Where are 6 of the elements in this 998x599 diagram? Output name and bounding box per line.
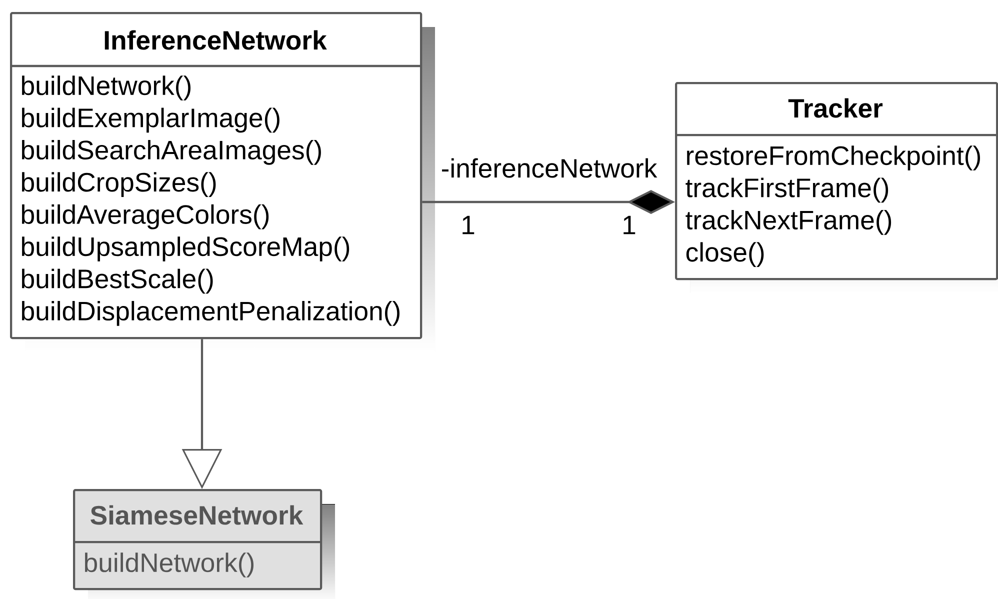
edge-label: -inferenceNetwork bbox=[442, 158, 658, 178]
class-box: InferenceNetwork buildNetwork() buildExemplarImage() buildSearchAreaImages() buildCropSizes() buildAverageColors() buildUpsampledScoreMap() buildBestScale() buildDisplacementPenalization() bbox=[10, 12, 422, 340]
class-box: Tracker restoreFromCheckpoint() trackFirstFrame() trackNextFrame() close() bbox=[675, 82, 998, 280]
class-box: SiameseNetwork buildNetwork() bbox=[73, 489, 322, 590]
multiplicity: 1 bbox=[624, 216, 636, 234]
multiplicity: 1 bbox=[462, 216, 474, 234]
